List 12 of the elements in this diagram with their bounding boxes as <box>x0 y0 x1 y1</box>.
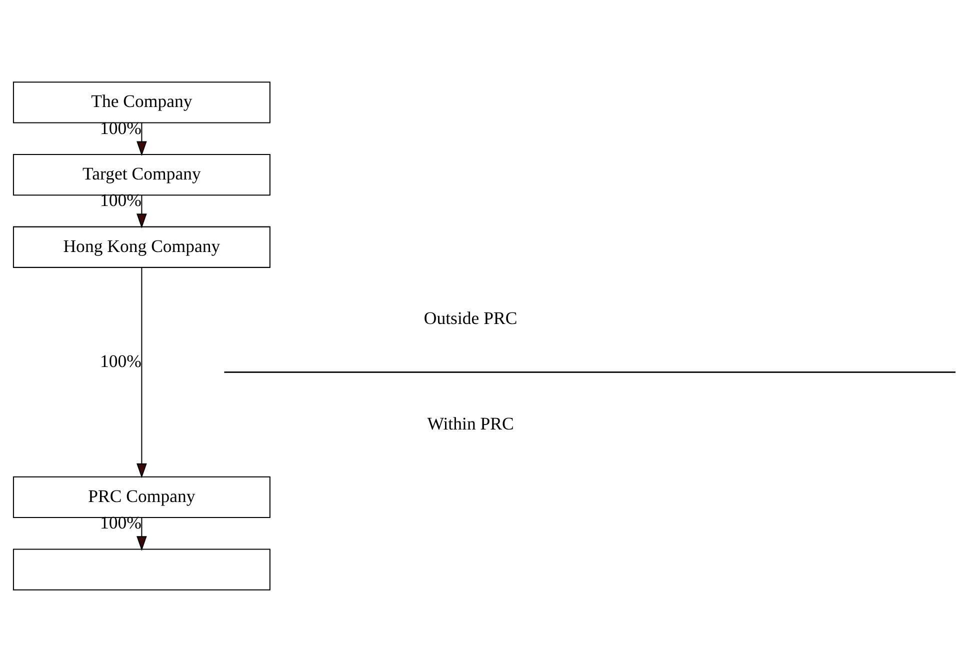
node-box: PRC Company <box>12 476 270 518</box>
node-box <box>12 548 270 590</box>
label: Outside PRC <box>424 308 518 328</box>
label: Within PRC <box>427 413 514 434</box>
arrow <box>136 194 147 228</box>
node-box: The Company <box>12 81 270 123</box>
arrow <box>136 517 147 550</box>
edge-label: 100% <box>100 350 142 371</box>
arrow <box>136 267 147 478</box>
node-box: Hong Kong Company <box>12 226 270 268</box>
node-box: Target Company <box>12 153 270 196</box>
arrow <box>136 122 147 156</box>
